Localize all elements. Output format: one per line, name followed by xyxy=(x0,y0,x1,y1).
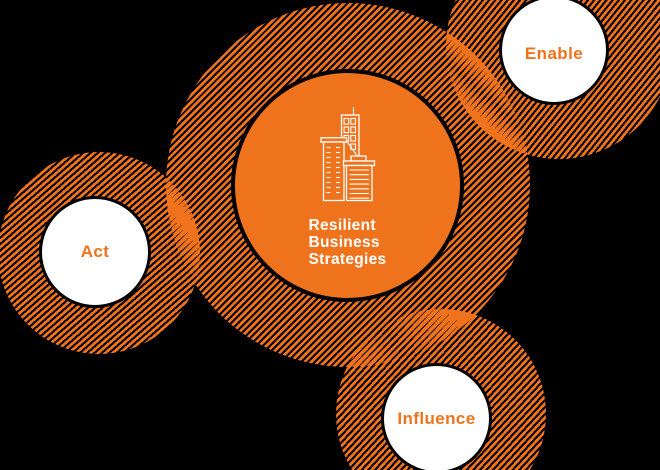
central-node-resilient-business-strategies: Resilient Business Strategies xyxy=(231,69,464,302)
node-influence: Influence xyxy=(381,363,492,470)
buildings-icon xyxy=(319,107,375,202)
node-enable-label: Enable xyxy=(524,44,584,63)
node-act-label: Act xyxy=(80,242,110,261)
central-node-label: Resilient Business Strategies xyxy=(308,217,387,268)
node-enable: Enable xyxy=(499,0,609,105)
node-act: Act xyxy=(39,196,151,308)
node-influence-label: Influence xyxy=(397,408,476,428)
